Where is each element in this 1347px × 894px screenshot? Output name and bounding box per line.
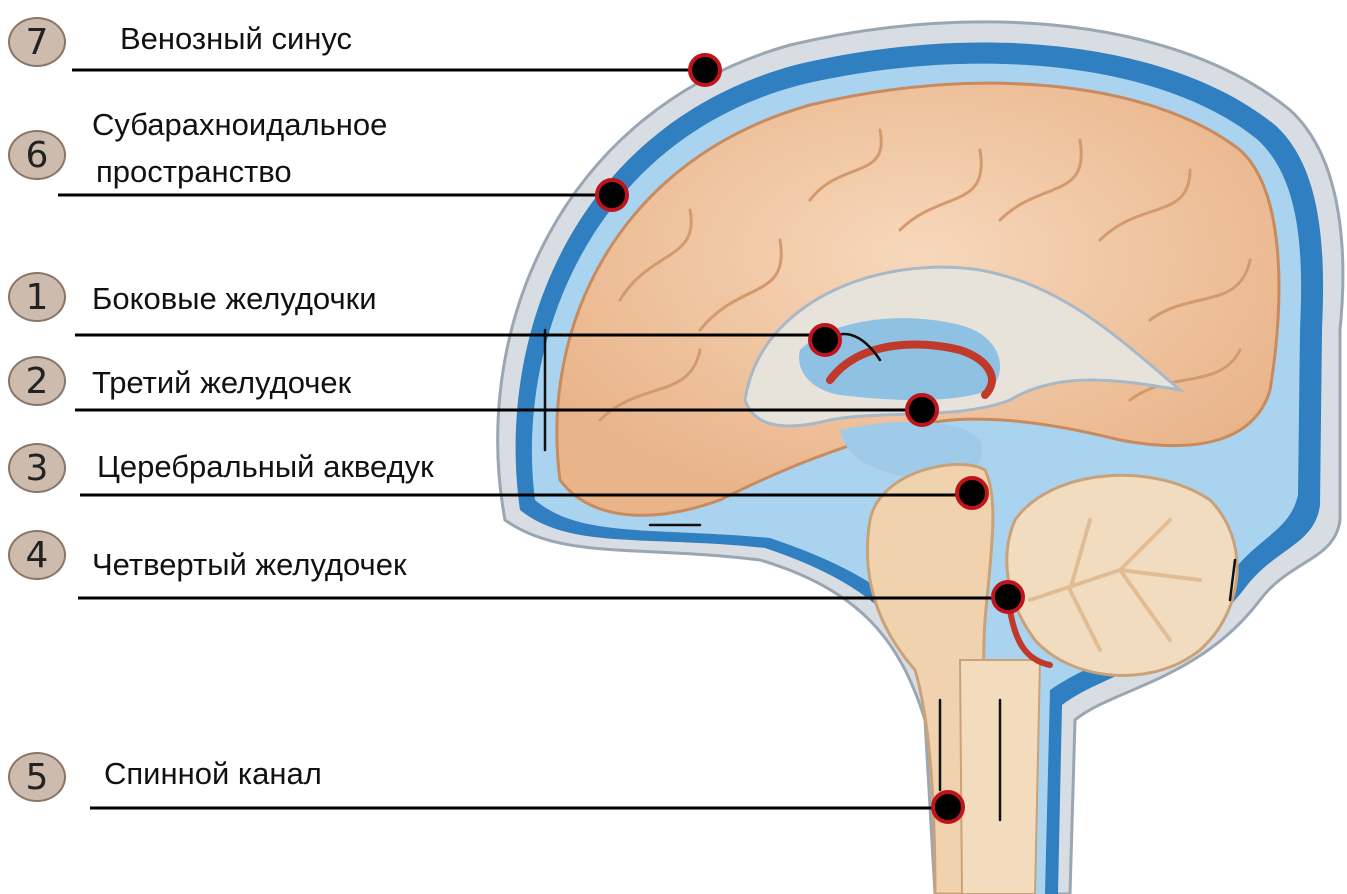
badge-1: 1: [8, 272, 66, 322]
label-lateral-ventricles: Боковые желудочки: [92, 282, 377, 316]
marker-venous-sinus: [690, 55, 720, 85]
label-cerebral-aqueduct: Церебральный акведук: [97, 450, 434, 484]
badge-4: 4: [8, 530, 66, 580]
label-spinal-canal: Спинной канал: [104, 757, 322, 791]
badge-6: 6: [8, 130, 66, 180]
badge-3: 3: [8, 443, 66, 493]
marker-cerebral-aqueduct: [957, 478, 987, 508]
badge-5: 5: [8, 752, 66, 802]
marker-fourth-ventricle: [993, 582, 1023, 612]
marker-lateral-ventricles: [810, 325, 840, 355]
marker-spinal-canal: [933, 792, 963, 822]
label-venous-sinus: Венозный синус: [120, 22, 352, 56]
badge-7: 7: [8, 17, 66, 67]
marker-subarachnoid-space: [597, 180, 627, 210]
label-third-ventricle: Третий желудочек: [92, 366, 351, 400]
label-subarachnoid-line2: пространство: [96, 155, 292, 189]
marker-third-ventricle: [907, 395, 937, 425]
label-subarachnoid-line1: Субарахноидальное: [92, 108, 387, 142]
label-fourth-ventricle: Четвертый желудочек: [92, 548, 407, 582]
badge-2: 2: [8, 356, 66, 406]
